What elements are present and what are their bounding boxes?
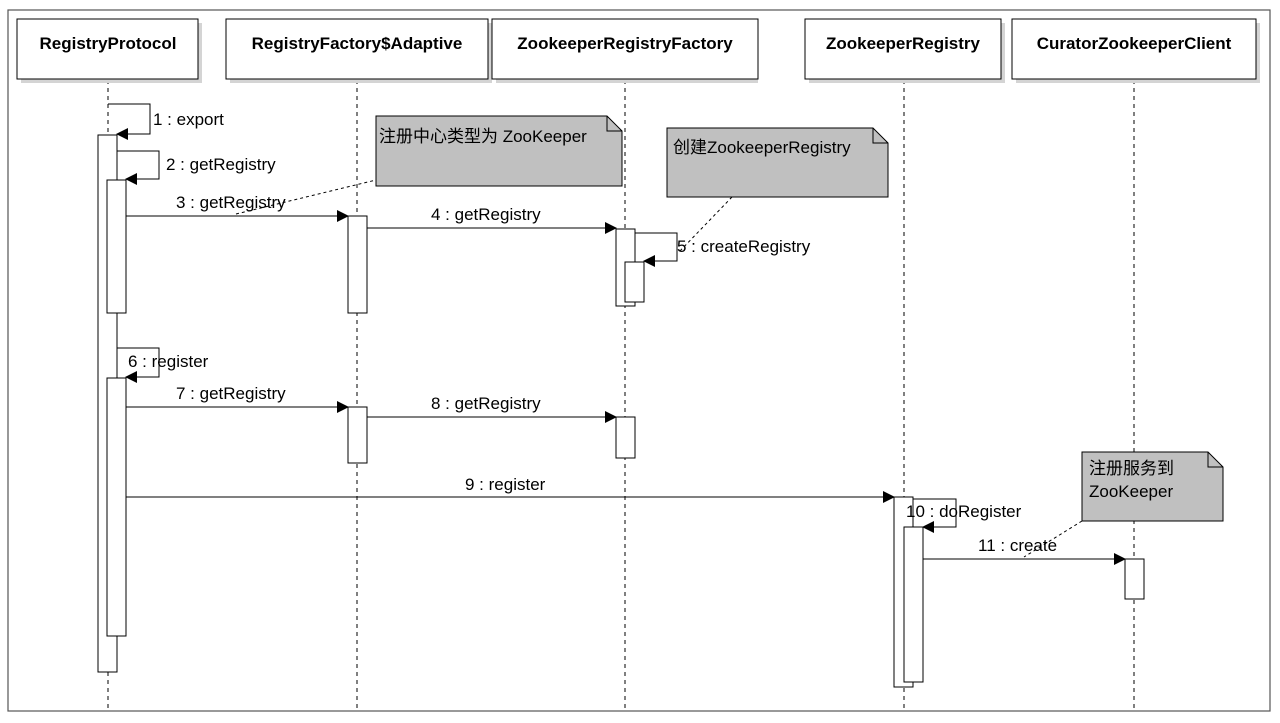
activation-bar: [106, 179, 127, 314]
participant-zookeeper-registry-factory[interactable]: ZookeeperRegistryFactory: [491, 18, 759, 83]
message-label: 2 : getRegistry: [166, 155, 276, 174]
activation-bar: [615, 416, 636, 459]
notes: 注册中心类型为 ZooKeeper 创建ZookeeperRegistry 注册…: [235, 115, 1224, 558]
participant-registry-factory-adaptive[interactable]: RegistryFactory$Adaptive: [225, 18, 492, 83]
messages: 1 : export 2 : getRegistry 3 : getRegist…: [108, 103, 1126, 565]
participant-label: ZookeeperRegistryFactory: [517, 34, 733, 53]
message-9-register[interactable]: 9 : register: [126, 475, 895, 503]
message-label: 10 : doRegister: [906, 502, 1022, 521]
activation-bar: [347, 406, 368, 464]
participant-label: ZookeeperRegistry: [826, 34, 981, 53]
message-2-get-registry[interactable]: 2 : getRegistry: [117, 150, 276, 185]
participant-label: RegistryFactory$Adaptive: [252, 34, 463, 53]
message-11-create[interactable]: 11 : create: [923, 536, 1126, 565]
message-8-get-registry[interactable]: 8 : getRegistry: [367, 394, 617, 423]
activations: [97, 134, 1145, 688]
participants: RegistryProtocol RegistryFactory$Adaptiv…: [16, 18, 1260, 83]
participant-registry-protocol[interactable]: RegistryProtocol: [16, 18, 202, 83]
message-1-export[interactable]: 1 : export: [108, 103, 224, 140]
participant-curator-zookeeper-client[interactable]: CuratorZookeeperClient: [1011, 18, 1260, 83]
message-label: 11 : create: [978, 536, 1057, 555]
note-text: 注册服务到: [1089, 459, 1174, 478]
message-5-create-registry[interactable]: 5 : createRegistry: [635, 232, 811, 267]
note-text: 注册中心类型为 ZooKeeper: [379, 127, 587, 146]
message-label: 7 : getRegistry: [176, 384, 286, 403]
activation-bar: [106, 377, 127, 637]
message-3-get-registry[interactable]: 3 : getRegistry: [126, 193, 349, 222]
diagram-frame: [7, 9, 1271, 712]
message-label: 9 : register: [465, 475, 546, 494]
note-register-service[interactable]: 注册服务到 ZooKeeper: [1023, 451, 1224, 558]
message-7-get-registry[interactable]: 7 : getRegistry: [126, 384, 349, 413]
participant-label: RegistryProtocol: [40, 34, 177, 53]
message-label: 8 : getRegistry: [431, 394, 541, 413]
message-label: 3 : getRegistry: [176, 193, 286, 212]
message-label: 1 : export: [153, 110, 224, 129]
message-10-do-register[interactable]: 10 : doRegister: [906, 498, 1022, 533]
activation-bar: [903, 526, 924, 683]
activation-bar: [624, 261, 645, 303]
message-6-register[interactable]: 6 : register: [117, 347, 209, 383]
message-label: 5 : createRegistry: [677, 237, 811, 256]
message-4-get-registry[interactable]: 4 : getRegistry: [367, 205, 617, 234]
note-zookeeper-type[interactable]: 注册中心类型为 ZooKeeper: [235, 115, 623, 215]
note-create-registry[interactable]: 创建ZookeeperRegistry: [666, 127, 889, 254]
message-label: 4 : getRegistry: [431, 205, 541, 224]
note-text: ZooKeeper: [1089, 482, 1173, 501]
note-text: 创建ZookeeperRegistry: [673, 138, 851, 157]
activation-bar: [347, 215, 368, 314]
message-label: 6 : register: [128, 352, 209, 371]
participant-zookeeper-registry[interactable]: ZookeeperRegistry: [804, 18, 1005, 83]
activation-bar: [1124, 558, 1145, 600]
participant-label: CuratorZookeeperClient: [1037, 34, 1232, 53]
